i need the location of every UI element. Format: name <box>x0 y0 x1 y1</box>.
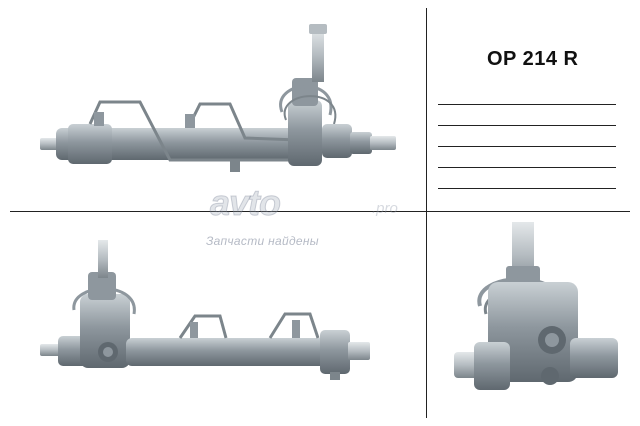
spec-line <box>438 188 616 189</box>
watermark-logo-suffix: .pro <box>372 200 398 217</box>
spec-line <box>438 146 616 147</box>
spec-line <box>438 167 616 168</box>
vertical-divider <box>426 8 427 418</box>
watermark-logo: avto <box>209 182 281 224</box>
horizontal-divider <box>10 211 630 212</box>
part-number: OP 214 R <box>487 48 579 70</box>
valve-housing-closeup-photo <box>454 222 618 390</box>
spec-line <box>438 125 616 126</box>
steering-rack-photo-bottom <box>40 240 370 380</box>
spec-line <box>438 104 616 105</box>
watermark: avto .pro Запчасти найдены <box>200 178 450 258</box>
steering-rack-photo-top <box>40 24 396 172</box>
watermark-caption: Запчасти найдены <box>206 234 319 248</box>
